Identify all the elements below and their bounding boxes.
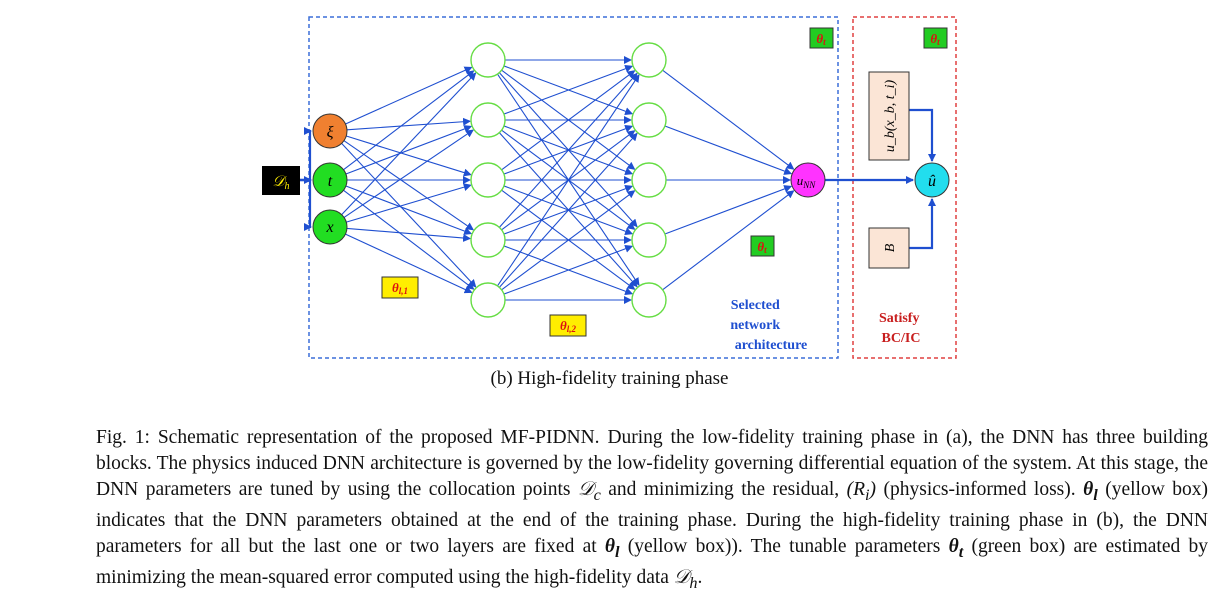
- caption-text-6: (green box) are estimated by minimizing …: [96, 535, 1208, 588]
- svg-text:θt: θt: [757, 239, 767, 255]
- svg-text:θt: θt: [816, 31, 826, 47]
- final-node-label: û: [928, 173, 936, 190]
- bc-function-box: [868, 71, 910, 161]
- network-edge: [346, 183, 472, 223]
- theta-l2-tag: θl,2: [549, 314, 587, 337]
- network-edge: [343, 140, 475, 231]
- caption-theta-l-2: θl: [604, 535, 620, 561]
- network-edge: [346, 117, 472, 131]
- network-edge: [503, 244, 634, 295]
- b-function-box: [868, 227, 910, 269]
- bc-function-label: u_b(x_b, t_i): [883, 80, 898, 153]
- caption-theta-t: θt: [948, 535, 964, 561]
- input-node-xi-label: ξ: [327, 124, 334, 141]
- network-edge: [503, 64, 634, 115]
- input-data-label: 𝒟h: [273, 174, 290, 192]
- final-node-uhat: [914, 162, 950, 198]
- satisfy-label: Satisfy BC/IC: [879, 311, 923, 346]
- output-node-label: uNN: [797, 173, 817, 190]
- network-edge: [346, 227, 472, 242]
- input-data-box: [262, 166, 300, 195]
- caption-text-7: .: [697, 566, 703, 588]
- network-edge: [343, 189, 475, 290]
- theta-t-tag-2: θt: [923, 27, 948, 49]
- input-node-x: [312, 209, 348, 245]
- hidden-layers: [470, 42, 667, 318]
- network-edge: [497, 74, 640, 287]
- network-edge: [345, 233, 473, 294]
- network-edge: [501, 70, 636, 171]
- hidden-layer-1-node: [470, 282, 506, 318]
- caption-theta-l-1: θl: [1083, 479, 1098, 504]
- hidden-layer-2-node: [631, 222, 667, 258]
- caption-text-4: (yellow box) indicates that the DNN para…: [96, 479, 1208, 557]
- input-node-x-label: x: [325, 219, 333, 236]
- hidden-layer-2-node: [631, 42, 667, 78]
- network-edge: [345, 125, 473, 175]
- network-edges: [300, 56, 936, 304]
- svg-text:θt: θt: [930, 31, 940, 47]
- hidden-layer-2-node: [631, 102, 667, 138]
- hidden-layer-2-node: [631, 282, 667, 318]
- figure-caption: Fig. 1: Schematic representation of the …: [96, 425, 1208, 596]
- network-edge: [343, 129, 474, 218]
- network-edge: [346, 135, 472, 177]
- b-function-label: B: [883, 243, 898, 252]
- theta-t-tag-3: θt: [750, 235, 775, 257]
- hidden-layer-1-node: [470, 222, 506, 258]
- input-node-t: [312, 162, 348, 198]
- network-edge: [341, 143, 477, 288]
- input-node-t-label: t: [328, 173, 333, 190]
- caption-text-2: and minimizing the residual,: [600, 479, 847, 500]
- network-edge: [664, 185, 793, 235]
- caption-text-3: (physics-informed loss).: [876, 479, 1084, 500]
- hidden-layer-1-node: [470, 102, 506, 138]
- caption-ri: (Ri): [846, 479, 877, 504]
- network-edge: [501, 190, 636, 291]
- caption-text-5: (yellow box)). The tunable parameters: [619, 535, 949, 557]
- output-node-unn: [790, 162, 826, 198]
- data-to-xi-arrow: [300, 127, 312, 182]
- hidden-layer-2-node: [631, 162, 667, 198]
- network-edge: [662, 190, 795, 291]
- caption-text-1: Schematic representation of the proposed…: [96, 427, 1208, 500]
- theta-l1-tag: θl,1: [381, 276, 419, 299]
- caption-fig-label: Fig. 1:: [96, 427, 150, 448]
- caption-dc: 𝒟c: [578, 479, 601, 504]
- network-edge: [662, 69, 795, 170]
- subfigure-caption: (b) High-fidelity training phase: [490, 368, 729, 389]
- b-to-final-arrow: [909, 198, 936, 250]
- theta-t-tag-1: θt: [809, 27, 834, 49]
- selected-label: Selected network architecture: [730, 298, 807, 353]
- network-edge: [345, 185, 473, 235]
- input-node-xi: [312, 113, 348, 149]
- network-edge: [498, 132, 638, 288]
- data-to-x-arrow: [300, 178, 312, 231]
- network-edge: [341, 72, 477, 216]
- network-edge: [664, 125, 793, 175]
- hidden-layer-1-node: [470, 42, 506, 78]
- neural-network-diagram: 𝒟h ξ t x uNN û u_b(x_b, t_i) B θt θt θt …: [262, 16, 957, 359]
- bc-to-final-arrow: [909, 108, 936, 162]
- network-edge: [498, 72, 638, 228]
- network-edge: [345, 66, 473, 125]
- hidden-layer-1-node: [470, 162, 506, 198]
- satisfy-bcic-box: [852, 16, 957, 359]
- network-edge: [343, 70, 475, 171]
- caption-dh: 𝒟h: [673, 566, 698, 592]
